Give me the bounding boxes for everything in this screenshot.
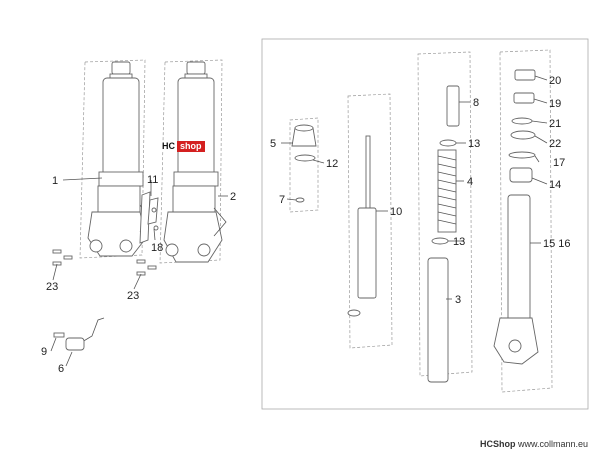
right-fork-leg <box>159 59 227 264</box>
callout-17: 17 <box>553 157 565 169</box>
callout-13-upper: 13 <box>468 138 480 150</box>
right-fork-outline <box>159 59 223 264</box>
callout-3: 3 <box>455 294 461 306</box>
left-fork-outline <box>79 59 146 259</box>
left-fork-leg <box>79 59 151 259</box>
callout-labels: 1 2 3 4 5 6 7 8 9 10 11 12 13 13 14 15 1… <box>41 75 571 375</box>
outer-tube-stack <box>493 49 553 393</box>
spring-stack <box>417 51 473 383</box>
callout-8: 8 <box>473 97 479 109</box>
footer-credit: HCShop www.collmann.eu <box>480 439 588 449</box>
callout-23-right: 23 <box>127 290 139 302</box>
callout-12: 12 <box>326 158 338 170</box>
callout-2: 2 <box>230 191 236 203</box>
callout-4: 4 <box>467 176 473 188</box>
callout-21: 21 <box>549 118 561 130</box>
sensor-parts <box>53 317 105 351</box>
bolts-23 <box>52 249 157 276</box>
footer-brand: HCShop <box>479 439 516 449</box>
callout-14: 14 <box>549 179 561 191</box>
spring-outline <box>417 51 473 377</box>
callout-19: 19 <box>549 98 561 110</box>
clip-parts <box>139 191 159 244</box>
callout-1: 1 <box>52 175 58 187</box>
callout-23-left: 23 <box>46 281 58 293</box>
callout-11: 11 <box>147 174 158 186</box>
leader-lines <box>50 75 548 367</box>
callout-22: 22 <box>549 138 561 150</box>
outer-outline <box>499 49 553 393</box>
callout-7: 7 <box>279 194 285 206</box>
damper-rod <box>347 93 393 349</box>
footer-url: www.collmann.eu <box>517 439 588 449</box>
callout-6: 6 <box>58 363 64 375</box>
watermark-hc-text: HC <box>160 141 177 152</box>
cap-parts <box>289 117 319 213</box>
callout-15-16: 15 16 <box>543 238 571 250</box>
callout-18: 18 <box>151 242 163 254</box>
callout-10: 10 <box>390 206 402 218</box>
callout-5: 5 <box>270 138 276 150</box>
detail-frame <box>261 38 589 410</box>
callout-13-lower: 13 <box>453 236 465 248</box>
callout-20: 20 <box>549 75 561 87</box>
callout-9: 9 <box>41 346 47 358</box>
watermark-shop-badge: shop <box>177 141 205 152</box>
